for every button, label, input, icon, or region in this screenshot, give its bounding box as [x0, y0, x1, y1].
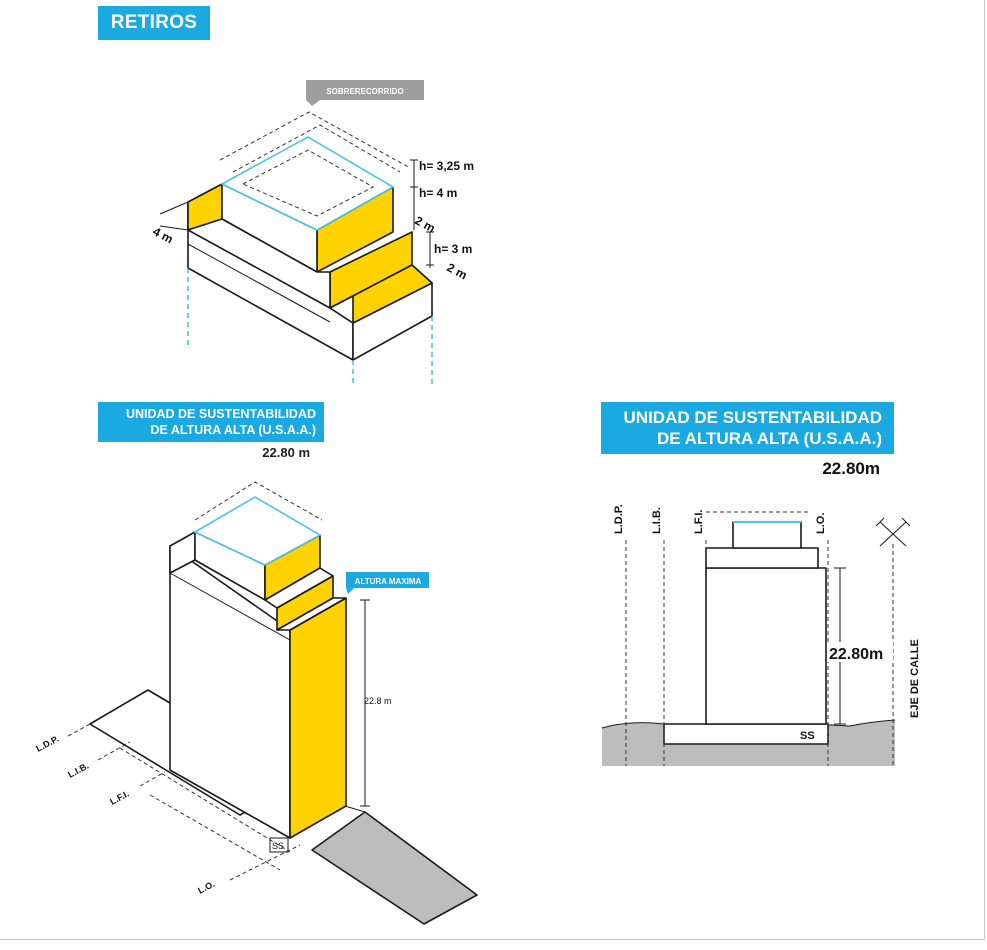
lo-leader	[229, 844, 301, 881]
step-small	[329, 295, 354, 324]
tower-roof-outline	[193, 496, 322, 566]
lib-label: L.I.B.	[66, 761, 90, 780]
height-right: 22.80m	[822, 459, 880, 478]
section-ss-label: SS	[800, 730, 815, 742]
eje-de-calle-label: EJE DE CALLE	[909, 639, 921, 718]
section-setback-1	[705, 547, 819, 569]
step-2	[276, 597, 347, 631]
ss-box	[269, 837, 289, 853]
lib-leader	[97, 741, 131, 761]
altura-maxima-tag: ALTURA MAXIMA	[346, 572, 429, 594]
usaa-right-line2: DE ALTURA ALTA (U.S.A.A.)	[656, 429, 882, 448]
dim-h1: h= 3,25 m	[419, 159, 474, 173]
tower-envelope-dashed	[194, 481, 323, 521]
ldp-leader	[67, 723, 91, 737]
height-dim-label: 22.8 m	[364, 696, 392, 706]
envelope-dashed	[219, 111, 411, 169]
usaa-title-left: UNIDAD DE SUSTENTABILIDAD DE ALTURA ALTA…	[98, 402, 324, 442]
street-axis-symbol	[875, 517, 911, 547]
parapet-line	[169, 572, 291, 641]
sobrerecorrido-tag: SOBRERECORRIDO	[306, 80, 424, 106]
roof-top-outline	[220, 136, 395, 231]
dim-h2: h= 4 m	[419, 186, 457, 200]
altura-maxima-label: ALTURA MAXIMA	[355, 577, 422, 586]
roof-top-dashed	[241, 149, 375, 217]
lib-line	[119, 747, 291, 853]
usaa-left-line1: UNIDAD DE SUSTENTABILIDAD	[125, 407, 316, 421]
section-lib-label: L.I.B.	[651, 507, 663, 534]
section-lo-label: L.O.	[815, 513, 827, 534]
dim-line-side	[159, 201, 189, 215]
usaa-section-diagram: SS L.D.P. L.I.B. L.F.I. L.O. 22.80m EJE …	[601, 504, 921, 766]
ss-label: SS	[272, 841, 284, 851]
dim-line-side	[159, 225, 189, 231]
section-height-label: 22.80m	[829, 646, 883, 663]
section-height-bg	[827, 642, 893, 662]
tower-right-face	[289, 597, 347, 839]
usaa-left-line2: DE ALTURA ALTA (U.S.A.A.)	[150, 423, 317, 437]
lo-label: L.O.	[196, 879, 216, 896]
section-lfi-label: L.F.I.	[693, 510, 705, 534]
retiros-diagram: SOBRERECORRIDO	[151, 80, 474, 385]
section-setback-2	[732, 521, 802, 549]
dim-h3: h= 3 m	[434, 242, 472, 256]
sobrerecorrido-label: SOBRERECORRIDO	[326, 87, 403, 96]
ldp-label: L.D.P.	[34, 734, 60, 754]
usaa-title-right: UNIDAD DE SUSTENTABILIDAD DE ALTURA ALTA…	[601, 402, 894, 454]
envelope-dashed-inner	[232, 124, 401, 173]
lfi-leader	[139, 771, 166, 787]
step-front	[187, 218, 331, 309]
usaa-right-line1: UNIDAD DE SUSTENTABILIDAD	[623, 408, 882, 427]
usaa-iso-diagram: ALTURA MAXIMA 22.8 m SS L.D.P. L.I.B. L.…	[34, 481, 478, 925]
floor-line	[187, 243, 331, 323]
section-ldp-label: L.D.P.	[613, 504, 625, 534]
section-tower	[705, 567, 827, 725]
lfi-label: L.F.I.	[108, 789, 130, 807]
dim-setback-2: 2 m	[445, 260, 470, 282]
retiros-title: RETIROS	[98, 6, 210, 40]
height-left: 22.80 m	[262, 445, 310, 460]
street-grey	[311, 811, 478, 925]
